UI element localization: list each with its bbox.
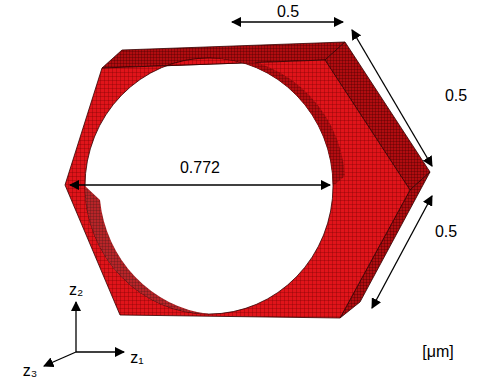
axis-arrow xyxy=(76,351,124,352)
front-face xyxy=(65,58,410,318)
axis-label: z₃ xyxy=(21,362,40,380)
unit-label: [μm] xyxy=(420,343,455,361)
hole-wall xyxy=(85,186,209,314)
dimension-label: 0.5 xyxy=(275,3,301,21)
dimension-line xyxy=(372,196,432,308)
axis-arrow xyxy=(44,352,76,366)
dimension-label: 0.5 xyxy=(443,87,469,105)
axis-arrow xyxy=(75,302,76,352)
dimension-label: 0.5 xyxy=(433,223,459,241)
hole-wall xyxy=(209,57,345,186)
dimension-label: 0.772 xyxy=(178,159,222,177)
axis-label: z₂ xyxy=(67,281,85,299)
dimension-line xyxy=(232,21,343,22)
dimension-line xyxy=(70,184,330,185)
dimension-line xyxy=(352,30,432,166)
axis-label: z₁ xyxy=(128,349,145,367)
